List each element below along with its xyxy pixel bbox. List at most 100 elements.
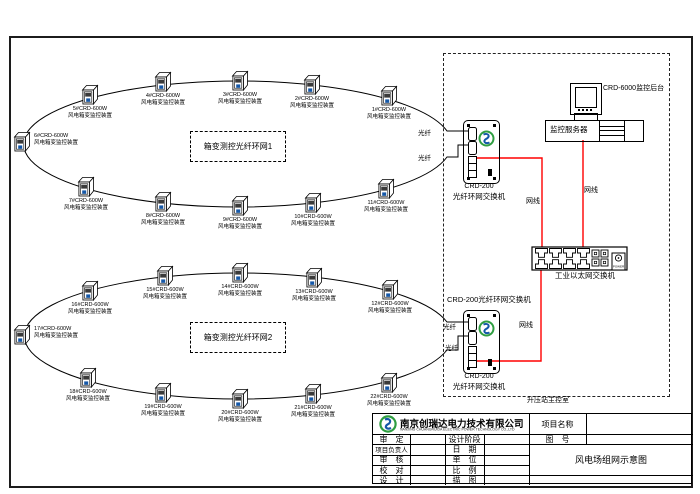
switch2-top-label: CRD-200光纤环网交换机 [447, 295, 531, 304]
device-id: 14#CRD-600W [221, 284, 259, 290]
crd-logo-icon [478, 320, 495, 337]
device-type: 风电箱变监控装置 [366, 114, 411, 121]
device-icon [380, 85, 398, 107]
company-name: 南京创瑞达电力技术有限公司 [400, 419, 524, 430]
device-id: 11#CRD-600W [367, 200, 405, 206]
device-icon [154, 71, 172, 93]
ring2-label: 箱变测控光纤环网2 [203, 333, 273, 342]
device-icon [380, 372, 398, 394]
crd-logo-icon [478, 130, 495, 147]
titleblock-cell: 比 例 [452, 465, 477, 475]
titleblock-cell: 审 核 [379, 455, 404, 465]
device-type: 风电箱变监控装置 [217, 99, 262, 106]
fiber-label-2: 光纤 [418, 155, 431, 162]
eth-port-icon [468, 170, 477, 178]
device-type: 风电箱变监控装置 [289, 103, 334, 110]
titleblock-cell: 项目负责人 [375, 447, 408, 455]
cable-label-2: 网线 [584, 187, 598, 194]
device-icon [13, 324, 31, 346]
device-id: 21#CRD-600W [294, 405, 332, 411]
monitor-screen [575, 87, 597, 108]
device-type: 风电箱变监控装置 [290, 412, 335, 419]
device-icon [231, 195, 249, 217]
device-id: 2#CRD-600W [294, 96, 330, 102]
device-type: 风电箱变监控装置 [67, 309, 112, 316]
device-type: 风电箱变监控装置 [140, 220, 185, 227]
device-id: 15#CRD-600W [146, 287, 184, 293]
ground-mark [488, 359, 492, 366]
device-type: 风电箱变监控装置 [217, 291, 262, 298]
server-label: 监控服务器 [550, 125, 588, 134]
ground-mark [488, 169, 492, 176]
drawing-frame [9, 36, 693, 488]
fiber-port-icon [468, 317, 477, 331]
cable-label-1: 网线 [526, 198, 540, 205]
device-type: 风电箱变监控装置 [363, 207, 408, 214]
device-id: 22#CRD-600W [370, 394, 408, 400]
device-id: 13#CRD-600W [295, 289, 333, 295]
device-id: 19#CRD-600W [144, 404, 182, 410]
device-type: 风电箱变监控装置 [366, 401, 411, 408]
switch1-title: CRD-200 [464, 183, 494, 190]
titleblock-cell: 项目名称 [541, 419, 574, 429]
server-box: 监控服务器 [545, 120, 644, 142]
svg-text:POWER: POWER [613, 265, 625, 269]
device-id: 5#CRD-600W [72, 106, 108, 112]
title-block: 审 定设计阶段项目负责人日 期审 核单 位校 对比 例设 计描 图项目名称图 号… [372, 413, 693, 485]
titleblock-cell: 图 号 [545, 434, 570, 444]
fiber-label-3: 光纤 [443, 324, 456, 331]
switch2-title: CRD-200 [464, 373, 494, 380]
fiber-port-icon [468, 331, 477, 345]
device-icon [156, 265, 174, 287]
device-icon [231, 262, 249, 284]
control-room-box [443, 53, 670, 397]
fiber-port-icon [468, 127, 477, 141]
titleblock-cell: 设 计 [379, 475, 404, 485]
titleblock-cell: 校 对 [379, 465, 404, 475]
industrial-switch-label: 工业以太网交换机 [555, 271, 615, 280]
device-type: 风电箱变监控装置 [65, 396, 110, 403]
eth-port-icon [468, 360, 477, 368]
device-id: 17#CRD-600W [34, 326, 72, 332]
device-id: 8#CRD-600W [145, 213, 181, 219]
ring1-label: 箱变测控光纤环网1 [203, 142, 273, 151]
device-type: 风电箱变监控装置 [67, 113, 112, 120]
device-icon [304, 192, 322, 214]
fiber-switch-2 [463, 310, 500, 374]
ring2-label-box: 箱变测控光纤环网2 [190, 322, 286, 353]
device-id: 12#CRD-600W [371, 301, 409, 307]
titleblock-cell: 单 位 [452, 455, 477, 465]
titleblock-cell: 描 图 [452, 475, 477, 485]
cable-label-3: 网线 [519, 322, 533, 329]
device-icon [304, 383, 322, 405]
device-id: 6#CRD-600W [34, 133, 69, 139]
switch1-subtitle: 光纤环网交换机 [452, 192, 506, 201]
device-id: 7#CRD-600W [68, 198, 104, 204]
device-icon [81, 84, 99, 106]
device-icon [381, 279, 399, 301]
monitor-icon [570, 83, 602, 115]
control-room-label: 升压站主控室 [527, 397, 569, 404]
fiber-switch-1 [463, 120, 500, 184]
device-id: 18#CRD-600W [69, 389, 107, 395]
industrial-switch: POWER [531, 246, 628, 271]
device-id: 16#CRD-600W [71, 302, 109, 308]
device-type: 风电箱变监控装置 [217, 417, 262, 424]
device-type: 风电箱变监控装置 [142, 294, 187, 301]
